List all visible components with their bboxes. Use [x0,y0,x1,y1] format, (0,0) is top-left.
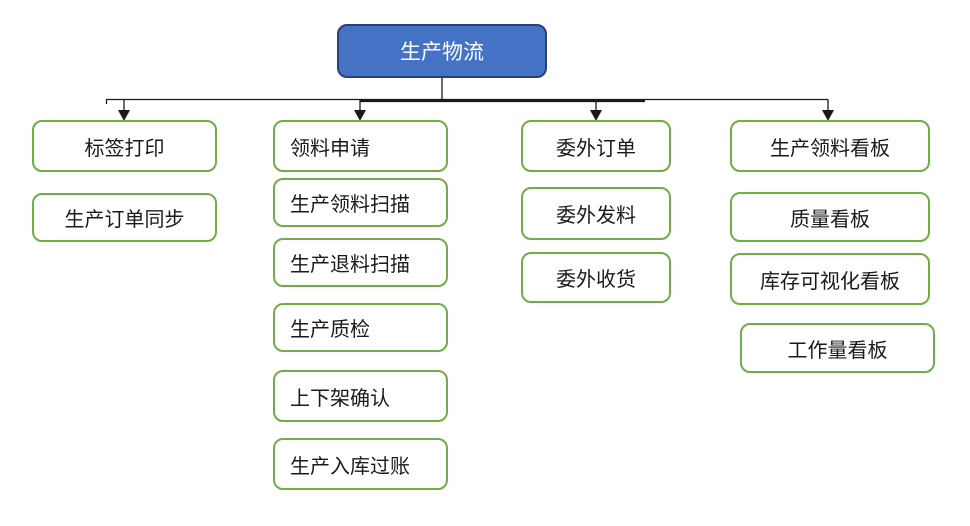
node-quality-kanban: 质量看板 [730,192,930,242]
node-label: 生产入库过账 [290,453,410,478]
node-label: 生产领料看板 [770,135,890,160]
node-label: 生产退料扫描 [290,252,410,276]
node-label-printing: 标签打印 [32,120,217,172]
node-production-warehousing-posting: 生产入库过账 [273,438,448,490]
node-production-picking-scan: 生产领料扫描 [273,178,448,227]
node-material-request: 领料申请 [273,120,448,172]
node-outsourcing-order: 委外订单 [521,120,671,172]
node-label: 库存可视化看板 [760,268,900,293]
node-label: 生产质检 [290,317,370,341]
node-production-return-scan: 生产退料扫描 [273,238,448,287]
node-label: 标签打印 [84,135,165,160]
node-production-order-sync: 生产订单同步 [32,193,217,242]
node-shelving-confirmation: 上下架确认 [273,370,448,422]
node-inventory-visualization-kanban: 库存可视化看板 [730,253,930,305]
node-label: 委外发料 [556,203,636,227]
node-label: 生产物流 [400,40,484,64]
node-label: 生产订单同步 [64,207,185,231]
node-label: 上下架确认 [290,385,390,410]
node-workload-kanban: 工作量看板 [740,323,935,373]
node-label: 质量看板 [790,206,870,231]
node-label: 领料申请 [290,135,370,160]
node-outsourcing-receiving: 委外收货 [521,252,671,303]
node-label: 委外收货 [556,267,636,291]
node-label: 生产领料扫描 [290,192,410,216]
node-label: 工作量看板 [787,337,888,362]
node-production-logistics: 生产物流 [337,24,547,78]
node-outsourcing-material-issue: 委外发料 [521,187,671,240]
node-label: 委外订单 [556,135,636,160]
node-production-picking-kanban: 生产领料看板 [730,120,930,172]
node-production-quality-check: 生产质检 [273,303,448,352]
